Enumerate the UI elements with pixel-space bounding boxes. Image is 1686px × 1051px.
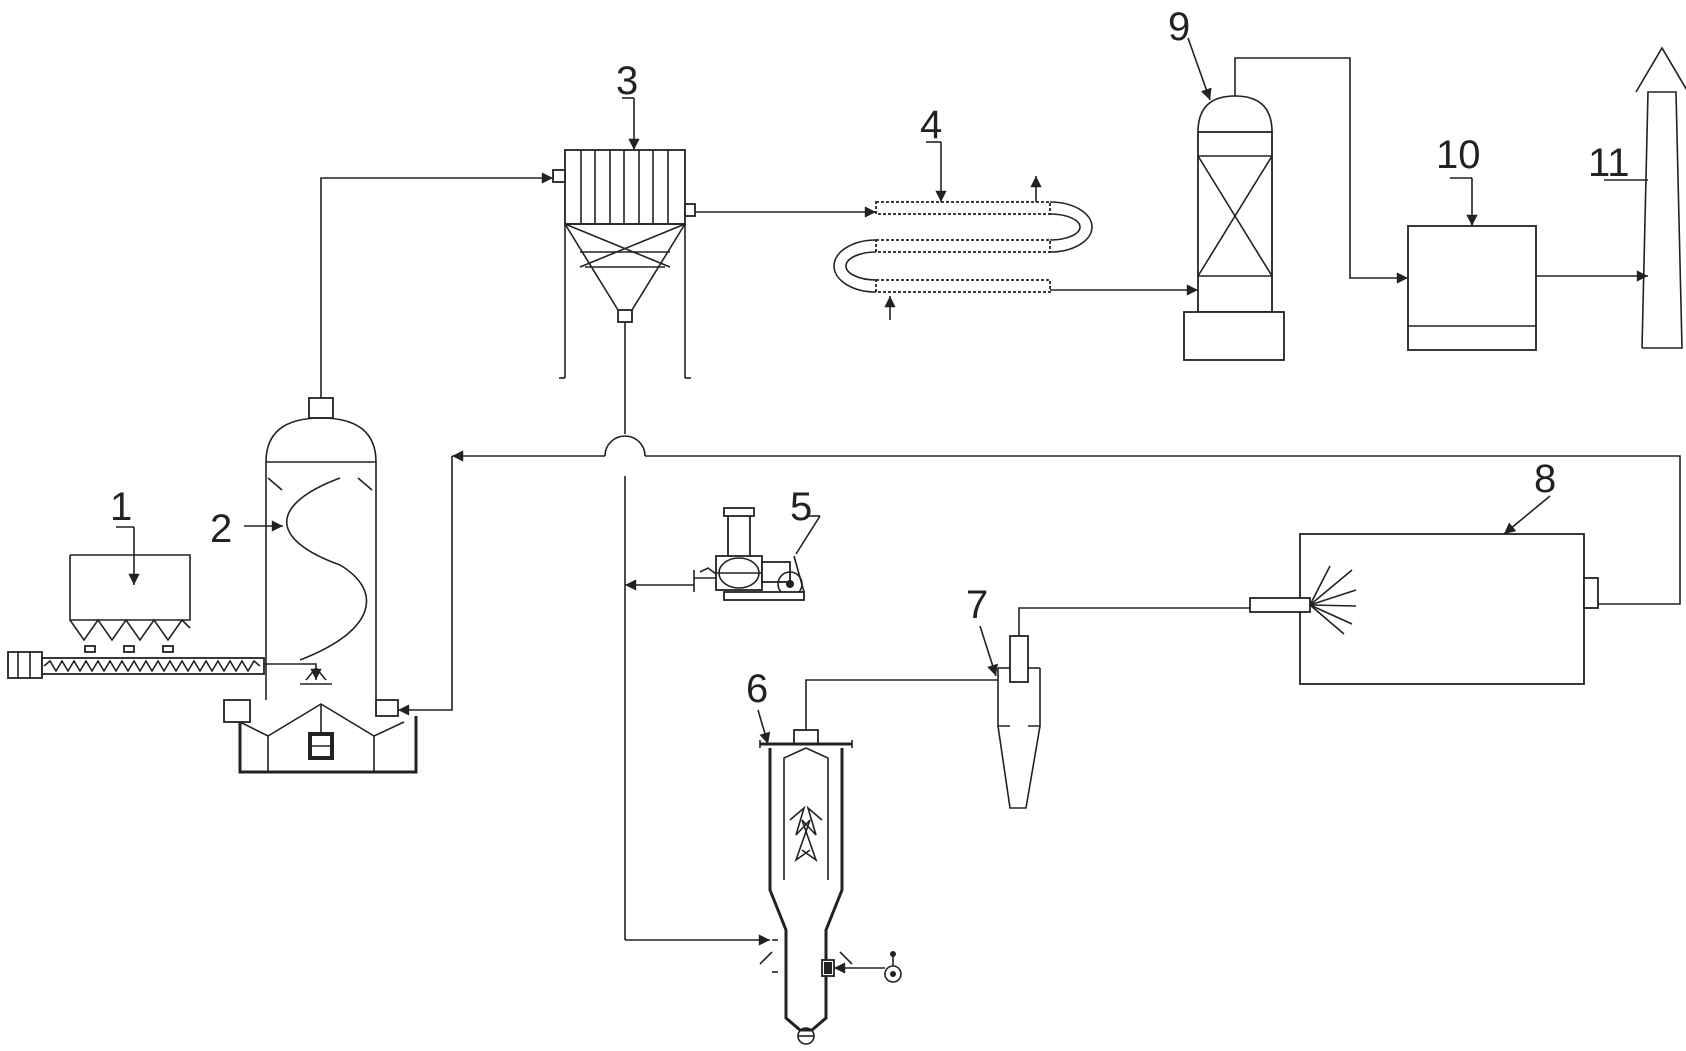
label-11: 11: [1588, 141, 1630, 185]
treatment-unit: [1407, 177, 1537, 351]
label-4: 4: [920, 103, 942, 147]
blower-unit: [693, 507, 821, 601]
reactor-vessel: [223, 397, 418, 774]
chimney-stack: [1604, 46, 1686, 349]
label-10: 10: [1436, 133, 1481, 177]
label-2: 2: [210, 507, 232, 551]
label-6: 6: [746, 667, 768, 711]
label-5: 5: [790, 485, 812, 529]
equipment-labels: 1 2 3 4 5 6 7 8 9 10 11: [110, 5, 1630, 711]
label-7: 7: [966, 583, 988, 627]
label-3: 3: [616, 59, 638, 103]
absorption-tower: [1183, 37, 1285, 361]
feed-hopper-unit: [69, 526, 191, 653]
screw-conveyor: [7, 651, 322, 681]
piping: [320, 57, 1681, 946]
bag-filter: [552, 97, 696, 379]
label-1: 1: [110, 485, 132, 529]
label-8: 8: [1534, 457, 1556, 501]
label-9: 9: [1168, 5, 1190, 49]
spray-dryer: [1249, 495, 1599, 685]
cyclone-separator: [979, 625, 1041, 809]
crystallizer: [757, 709, 902, 1045]
heat-exchanger: [833, 141, 1093, 320]
